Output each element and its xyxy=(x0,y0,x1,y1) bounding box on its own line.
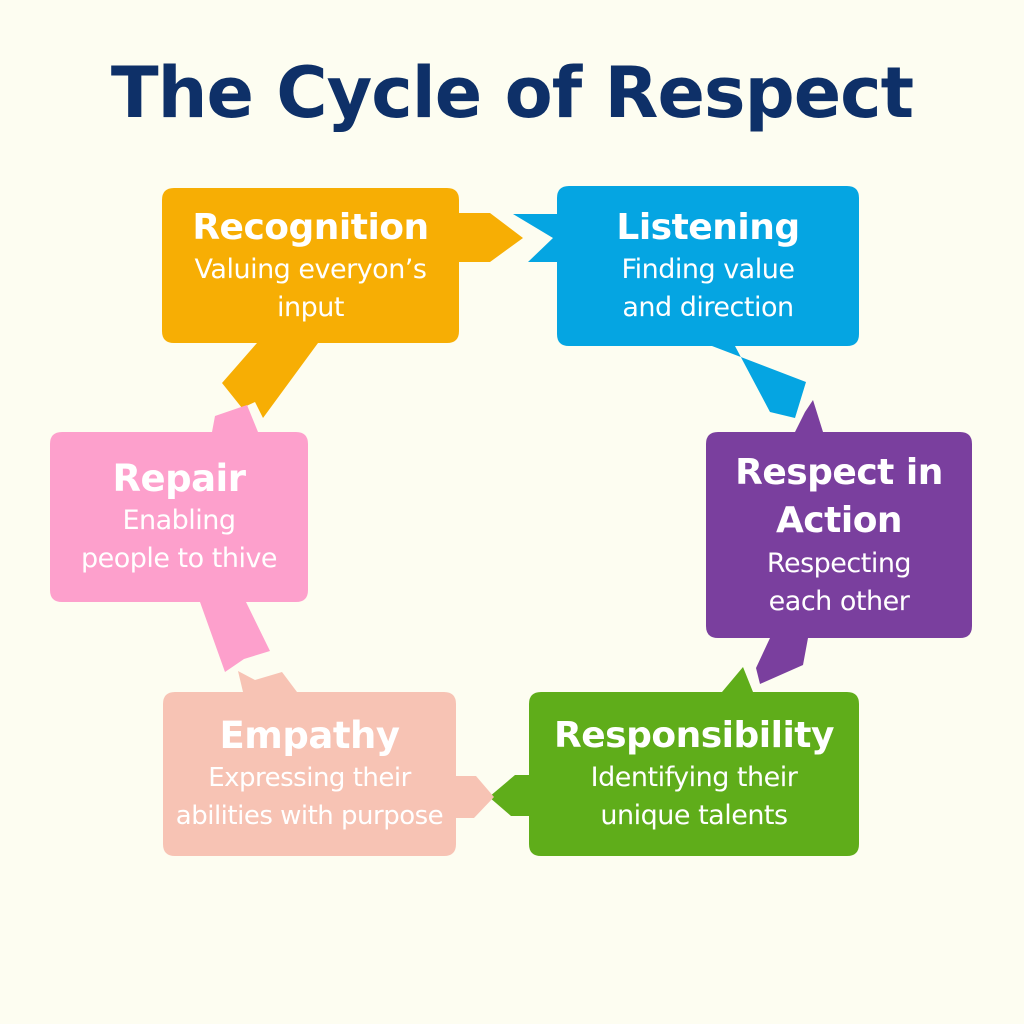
stage-description-line: Valuing everyon’s xyxy=(194,253,427,285)
recognition-bubble-shape xyxy=(162,188,523,418)
diagram-title: The Cycle of Respect xyxy=(110,52,914,134)
stage-listening: Listening Finding value and direction xyxy=(557,186,859,346)
responsibility-bubble-shape xyxy=(489,667,859,856)
respect-bubble-shape xyxy=(706,400,972,684)
stage-heading: Action xyxy=(775,500,903,541)
stage-heading: Listening xyxy=(616,207,800,248)
stage-heading: Repair xyxy=(112,457,246,500)
stage-description-line: unique talents xyxy=(600,800,788,831)
stage-description-line: people to thive xyxy=(80,543,278,574)
empathy-bubble-shape xyxy=(163,671,494,856)
respect-bubble xyxy=(706,400,972,684)
stage-description-line: Identifying their xyxy=(590,762,798,793)
stage-description-line: each other xyxy=(768,586,910,617)
stage-description-line: Enabling xyxy=(122,505,236,536)
stage-repair: Repair Enabling people to thive xyxy=(50,432,308,602)
stage-heading: Respect in xyxy=(735,452,943,493)
repair-bubble xyxy=(50,405,308,672)
stage-heading: Empathy xyxy=(219,714,400,757)
stage-description-line: and direction xyxy=(622,292,794,323)
stage-description-line: abilities with purpose xyxy=(175,801,444,831)
stage-heading: Responsibility xyxy=(554,715,834,756)
stage-description-line: Respecting xyxy=(766,548,912,579)
recognition-bubble xyxy=(162,188,523,418)
stage-empathy: Empathy Expressing their abilities with … xyxy=(163,692,456,856)
stage-description-line: Expressing their xyxy=(208,763,411,793)
stage-respect-in-action: Respect in Action Respecting each other xyxy=(706,432,972,638)
stage-description-line: input xyxy=(277,291,344,323)
stage-recognition: Recognition Valuing everyon’s input xyxy=(162,188,459,343)
listening-bubble-shape xyxy=(513,186,859,418)
stage-responsibility: Responsibility Identifying their unique … xyxy=(529,692,859,856)
listening-bubble xyxy=(513,186,859,418)
stage-heading: Recognition xyxy=(192,206,429,248)
responsibility-bubble xyxy=(489,667,859,856)
stage-description-line: Finding value xyxy=(621,254,795,285)
empathy-bubble xyxy=(163,671,494,856)
repair-bubble-shape xyxy=(50,405,308,672)
